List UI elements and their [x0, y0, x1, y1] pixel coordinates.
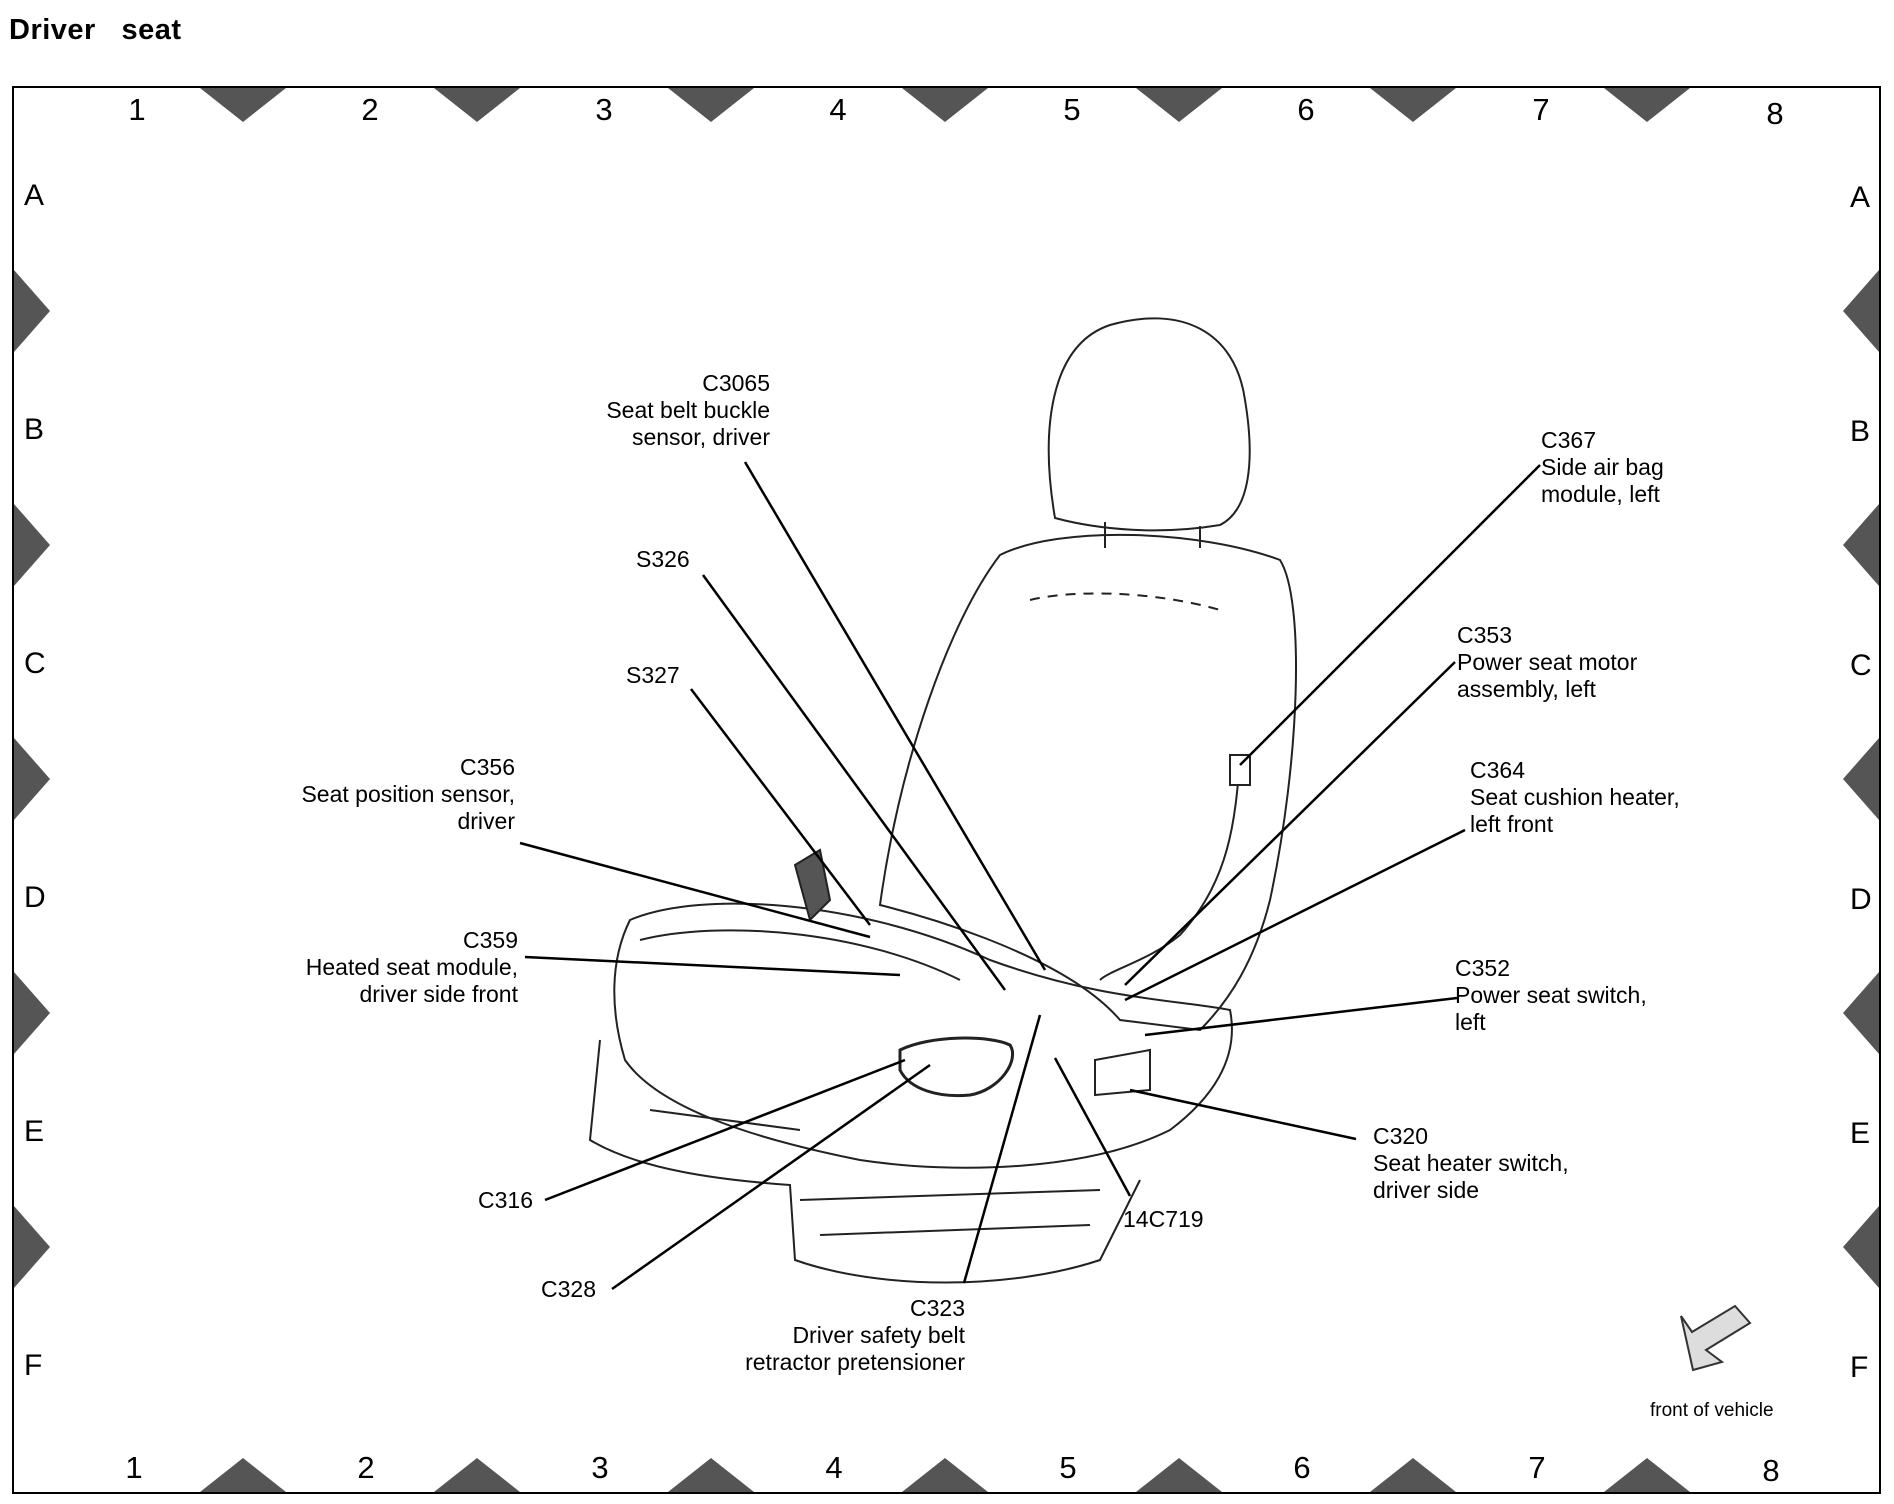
- grid-column-3-bottom: 3: [591, 1450, 609, 1485]
- callout-c323-line1: Driver safety belt: [792, 1322, 965, 1348]
- leader-c367: [1239, 464, 1541, 766]
- callout-c359: C359 Heated seat module, driver side fro…: [240, 927, 518, 1008]
- callout-c320: C320 Seat heater switch, driver side: [1373, 1123, 1569, 1204]
- grid-column-6-top: 6: [1297, 92, 1315, 127]
- callout-c3065-id: C3065: [702, 370, 770, 396]
- callout-c352: C352 Power seat switch, left: [1455, 955, 1647, 1036]
- callout-c356: C356 Seat position sensor, driver: [230, 754, 515, 835]
- leader-c3065: [743, 461, 1047, 971]
- callout-c316: C316: [478, 1187, 533, 1214]
- grid-row-a-left: A: [24, 179, 45, 212]
- grid-row-e-right: E: [1850, 1117, 1871, 1150]
- grid-row-e-left: E: [24, 1115, 45, 1148]
- callout-c353-id: C353: [1457, 622, 1512, 648]
- callout-c352-id: C352: [1455, 955, 1510, 981]
- callout-c320-line1: Seat heater switch,: [1373, 1150, 1569, 1176]
- leader-c364: [1124, 828, 1466, 1002]
- grid-row-a-right: A: [1850, 181, 1871, 214]
- leader-c353: [1124, 661, 1456, 986]
- callout-c359-line1: Heated seat module,: [305, 954, 518, 980]
- callout-c3065-line1: Seat belt buckle: [606, 397, 770, 423]
- grid-column-6-bottom: 6: [1293, 1450, 1311, 1485]
- front-of-vehicle-label: front of vehicle: [1650, 1400, 1774, 1421]
- callout-c316-id: C316: [478, 1187, 533, 1213]
- leader-14c719: [1053, 1057, 1132, 1197]
- callout-c364-line1: Seat cushion heater,: [1470, 784, 1680, 810]
- callout-14c719-id: 14C719: [1123, 1206, 1204, 1232]
- leader-c356: [519, 841, 871, 939]
- leader-c328: [611, 1063, 931, 1291]
- callout-c367-id: C367: [1541, 427, 1596, 453]
- callout-c320-id: C320: [1373, 1123, 1428, 1149]
- grid-column-5-top: 5: [1063, 92, 1081, 127]
- grid-row-b-right: B: [1850, 415, 1871, 448]
- grid-column-4-bottom: 4: [825, 1450, 843, 1485]
- callout-c359-line2: driver side front: [359, 981, 518, 1007]
- callout-c359-id: C359: [463, 927, 518, 953]
- grid-column-1-top: 1: [128, 92, 146, 127]
- grid-row-b-left: B: [24, 413, 45, 446]
- grid-column-1-bottom: 1: [125, 1450, 143, 1485]
- zone-markers: [14, 88, 1879, 1492]
- grid-column-5-bottom: 5: [1059, 1450, 1077, 1485]
- callout-c353-line1: Power seat motor: [1457, 649, 1638, 675]
- callout-c323-line2: retractor pretensioner: [745, 1349, 965, 1375]
- callout-c356-line1: Seat position sensor,: [301, 781, 515, 807]
- callout-c367-line1: Side air bag: [1541, 454, 1664, 480]
- leader-c323: [962, 1014, 1042, 1284]
- callout-c352-line2: left: [1455, 1009, 1486, 1035]
- front-of-vehicle-arrow-icon: [1680, 1304, 1752, 1372]
- callout-c367-line2: module, left: [1541, 481, 1660, 507]
- callout-c364: C364 Seat cushion heater, left front: [1470, 757, 1680, 838]
- grid-column-7-top: 7: [1532, 92, 1550, 127]
- callout-s327-id: S327: [626, 662, 680, 688]
- leader-s326: [701, 574, 1007, 991]
- callout-c353-line2: assembly, left: [1457, 676, 1596, 702]
- callout-c328-id: C328: [541, 1276, 596, 1302]
- grid-row-d-left: D: [24, 881, 46, 914]
- callout-c320-line2: driver side: [1373, 1177, 1480, 1203]
- leader-lines: [519, 461, 1541, 1291]
- diagram-frame: [12, 86, 1881, 1494]
- grid-column-2-bottom: 2: [357, 1450, 375, 1485]
- grid-column-4-top: 4: [829, 92, 847, 127]
- callout-s327: S327: [626, 662, 680, 689]
- seat-outline: [588, 317, 1297, 1284]
- callout-c367: C367 Side air bag module, left: [1541, 427, 1664, 508]
- leader-s327: [690, 688, 871, 926]
- callout-s326: S326: [636, 546, 690, 573]
- grid-column-8-top: 8: [1766, 96, 1784, 131]
- callout-c328: C328: [541, 1276, 596, 1303]
- grid-row-f-right: F: [1850, 1351, 1869, 1384]
- callout-c353: C353 Power seat motor assembly, left: [1457, 622, 1637, 703]
- callout-c364-line2: left front: [1470, 811, 1554, 837]
- callout-c323-id: C323: [910, 1295, 965, 1321]
- leader-c352: [1144, 996, 1458, 1037]
- callout-c323: C323 Driver safety belt retractor preten…: [650, 1295, 965, 1376]
- grid-row-c-left: C: [24, 647, 46, 680]
- callout-c3065: C3065 Seat belt buckle sensor, driver: [540, 370, 770, 451]
- grid-column-3-top: 3: [595, 92, 613, 127]
- grid-row-f-left: F: [24, 1349, 43, 1382]
- leader-c359: [524, 955, 901, 977]
- callout-c3065-line2: sensor, driver: [631, 424, 770, 450]
- callout-c364-id: C364: [1470, 757, 1525, 783]
- grid-column-7-bottom: 7: [1528, 1450, 1546, 1485]
- grid-row-d-right: D: [1850, 883, 1872, 916]
- leader-c316: [544, 1058, 906, 1202]
- leader-c320: [1129, 1088, 1357, 1141]
- page-title: Driver seat: [9, 14, 182, 46]
- grid-column-2-top: 2: [361, 92, 379, 127]
- callout-c356-id: C356: [460, 754, 515, 780]
- callout-c356-line2: driver: [457, 808, 515, 834]
- callout-14c719: 14C719: [1123, 1206, 1204, 1233]
- callout-c352-line1: Power seat switch,: [1455, 982, 1647, 1008]
- callout-s326-id: S326: [636, 546, 690, 572]
- grid-row-c-right: C: [1850, 649, 1872, 682]
- grid-column-8-bottom: 8: [1762, 1453, 1780, 1488]
